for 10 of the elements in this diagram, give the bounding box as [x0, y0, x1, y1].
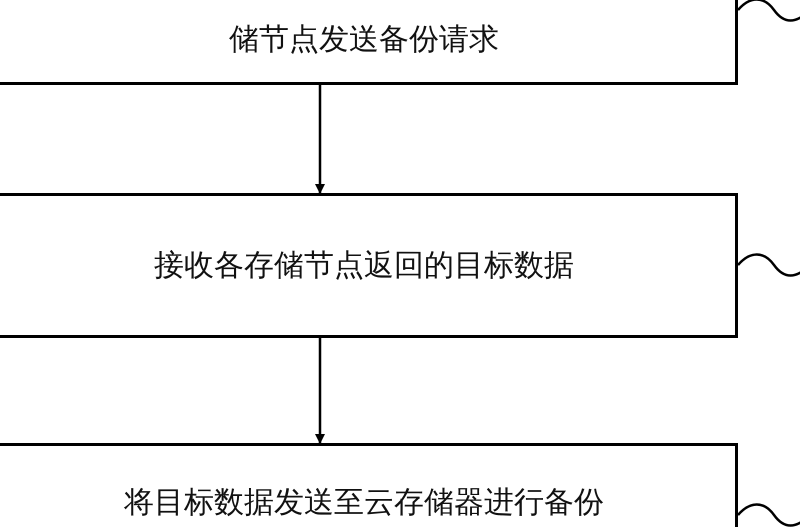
process-box	[0, 0, 738, 85]
leader-line	[737, 253, 800, 277]
step-text: 接收各存储节点返回的目标数据	[154, 247, 574, 285]
process-box	[0, 193, 738, 338]
step-text: 储节点发送备份请求	[229, 21, 499, 59]
arrow	[315, 338, 325, 444]
leader-line	[737, 0, 800, 22]
arrow	[315, 85, 325, 194]
leader-line	[737, 503, 800, 527]
step-text: 将目标数据发送至云存储器进行备份	[124, 484, 604, 522]
